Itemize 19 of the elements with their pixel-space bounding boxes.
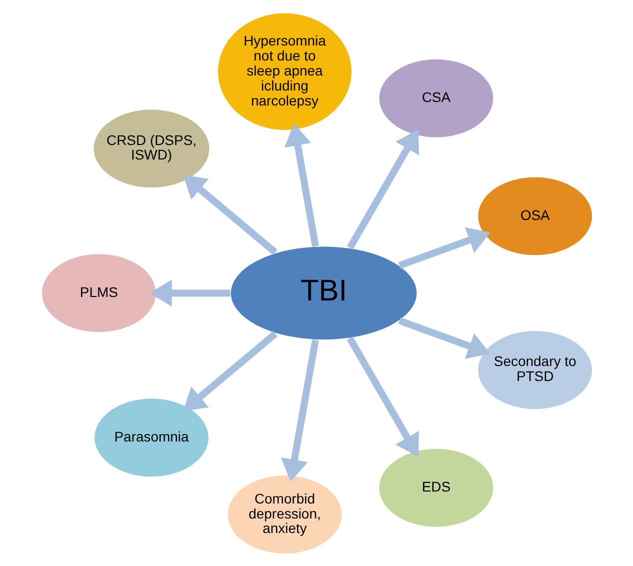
arrow [284, 122, 318, 246]
node-ellipse: CRSD (DSPS, ISWD) [92, 108, 210, 188]
arrow [346, 128, 418, 250]
node-ellipse: OSA [476, 176, 593, 256]
arrow [182, 330, 278, 411]
node-ellipse: TBI [229, 245, 418, 340]
arrow [346, 336, 418, 456]
node-ellipse: Comorbid depression, anxiety [226, 474, 342, 554]
arrow [149, 279, 230, 306]
arrow [398, 316, 490, 358]
arrow [182, 174, 278, 255]
node-ellipse: Parasomnia [93, 397, 209, 478]
node-ellipse: PLMS [40, 252, 156, 333]
arrow [398, 226, 490, 268]
node-ellipse: Hypersomnia not due to sleep apnea icluding narcolepsy [216, 12, 352, 130]
node-ellipse: Secondary to PTSD [476, 330, 593, 410]
node-ellipse: EDS [378, 447, 494, 528]
node-ellipse: CSA [378, 58, 494, 138]
arrow [280, 338, 318, 482]
